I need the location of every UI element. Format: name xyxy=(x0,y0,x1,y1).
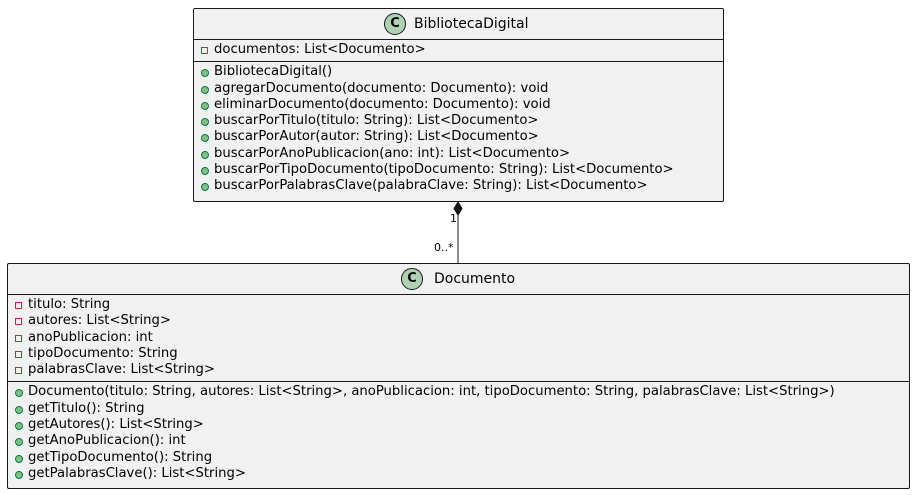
private-visibility-icon xyxy=(15,367,22,375)
attribute-row: autores: List<String> xyxy=(8,313,909,329)
method-row: Documento(titulo: String, autores: List<… xyxy=(8,384,909,400)
method-text: buscarPorTipoDocumento(tipoDocumento: St… xyxy=(214,162,674,178)
public-visibility-icon xyxy=(201,150,209,159)
public-visibility-icon xyxy=(201,85,209,94)
method-text: getTitulo(): String xyxy=(28,400,145,416)
public-visibility-icon xyxy=(15,470,23,479)
method-text: BibliotecaDigital() xyxy=(214,64,333,80)
method-text: buscarPorPalabrasClave(palabraClave: Str… xyxy=(214,178,648,194)
class-header: C BibliotecaDigital xyxy=(194,9,723,40)
method-text: Documento(titulo: String, autores: List<… xyxy=(28,384,835,400)
method-row: BibliotecaDigital() xyxy=(194,64,723,80)
public-visibility-icon xyxy=(15,422,23,431)
class-biblioteca-digital[interactable]: C BibliotecaDigital documentos: List<Doc… xyxy=(193,8,724,202)
method-text: buscarPorAutor(autor: String): List<Docu… xyxy=(214,129,539,145)
class-c-icon: C xyxy=(384,13,406,35)
method-row: eliminarDocumento(documento: Documento):… xyxy=(194,97,723,113)
method-row: buscarPorTitulo(titulo: String): List<Do… xyxy=(194,113,723,129)
attributes-compartment: documentos: List<Documento> xyxy=(194,40,723,63)
private-visibility-icon xyxy=(15,350,22,358)
method-text: eliminarDocumento(documento: Documento):… xyxy=(214,96,551,112)
public-visibility-icon xyxy=(201,134,209,143)
class-c-icon: C xyxy=(401,268,423,290)
public-visibility-icon xyxy=(201,101,209,110)
composition-diamond xyxy=(453,201,463,216)
public-visibility-icon xyxy=(15,405,23,414)
public-visibility-icon xyxy=(201,69,209,78)
class-name: BibliotecaDigital xyxy=(414,16,529,32)
attribute-row: tipoDocumento: String xyxy=(8,346,909,362)
public-visibility-icon xyxy=(15,454,23,463)
attribute-text: autores: List<String> xyxy=(28,313,171,329)
attribute-row: palabrasClave: List<String> xyxy=(8,362,909,378)
method-text: getTipoDocumento(): String xyxy=(28,449,213,465)
private-visibility-icon xyxy=(201,47,208,54)
attribute-text: documentos: List<Documento> xyxy=(214,42,426,57)
public-visibility-icon xyxy=(201,183,209,192)
attribute-row: titulo: String xyxy=(8,297,909,313)
attribute-text: tipoDocumento: String xyxy=(28,345,178,361)
private-visibility-icon xyxy=(15,334,22,342)
attribute-text: titulo: String xyxy=(28,297,111,312)
method-text: agregarDocumento(documento: Documento): … xyxy=(214,80,549,96)
method-row: buscarPorAnoPublicacion(ano: int): List<… xyxy=(194,146,723,162)
attribute-row: documentos: List<Documento> xyxy=(194,42,723,58)
public-visibility-icon xyxy=(201,167,209,176)
method-row: getPalabrasClave(): List<String> xyxy=(8,466,909,482)
method-row: buscarPorAutor(autor: String): List<Docu… xyxy=(194,129,723,145)
private-visibility-icon xyxy=(15,318,22,326)
method-text: buscarPorTitulo(titulo: String): List<Do… xyxy=(214,113,539,129)
method-row: buscarPorTipoDocumento(tipoDocumento: St… xyxy=(194,162,723,178)
attribute-text: anoPublicacion: int xyxy=(28,329,153,345)
public-visibility-icon xyxy=(15,438,23,447)
private-visibility-icon xyxy=(15,302,22,309)
source-multiplicity: 1 xyxy=(450,212,457,225)
method-row: agregarDocumento(documento: Documento): … xyxy=(194,81,723,97)
method-row: buscarPorPalabrasClave(palabraClave: Str… xyxy=(194,178,723,194)
public-visibility-icon xyxy=(15,389,23,398)
target-multiplicity: 0..* xyxy=(434,241,454,254)
attribute-text: palabrasClave: List<String> xyxy=(28,362,215,378)
class-header: C Documento xyxy=(8,264,909,295)
class-name: Documento xyxy=(434,271,516,287)
method-row: getTitulo(): String xyxy=(8,401,909,417)
method-row: getAutores(): List<String> xyxy=(8,417,909,433)
public-visibility-icon xyxy=(201,118,209,127)
method-row: getAnoPublicacion(): int xyxy=(8,433,909,449)
attribute-row: anoPublicacion: int xyxy=(8,330,909,346)
methods-compartment: Documento(titulo: String, autores: List<… xyxy=(8,382,909,485)
method-text: getPalabrasClave(): List<String> xyxy=(28,465,246,481)
method-text: getAnoPublicacion(): int xyxy=(28,433,186,449)
method-row: getTipoDocumento(): String xyxy=(8,450,909,466)
method-text: getAutores(): List<String> xyxy=(28,417,204,433)
methods-compartment: BibliotecaDigital()agregarDocumento(docu… xyxy=(194,62,723,197)
method-text: buscarPorAnoPublicacion(ano: int): List<… xyxy=(214,145,571,161)
